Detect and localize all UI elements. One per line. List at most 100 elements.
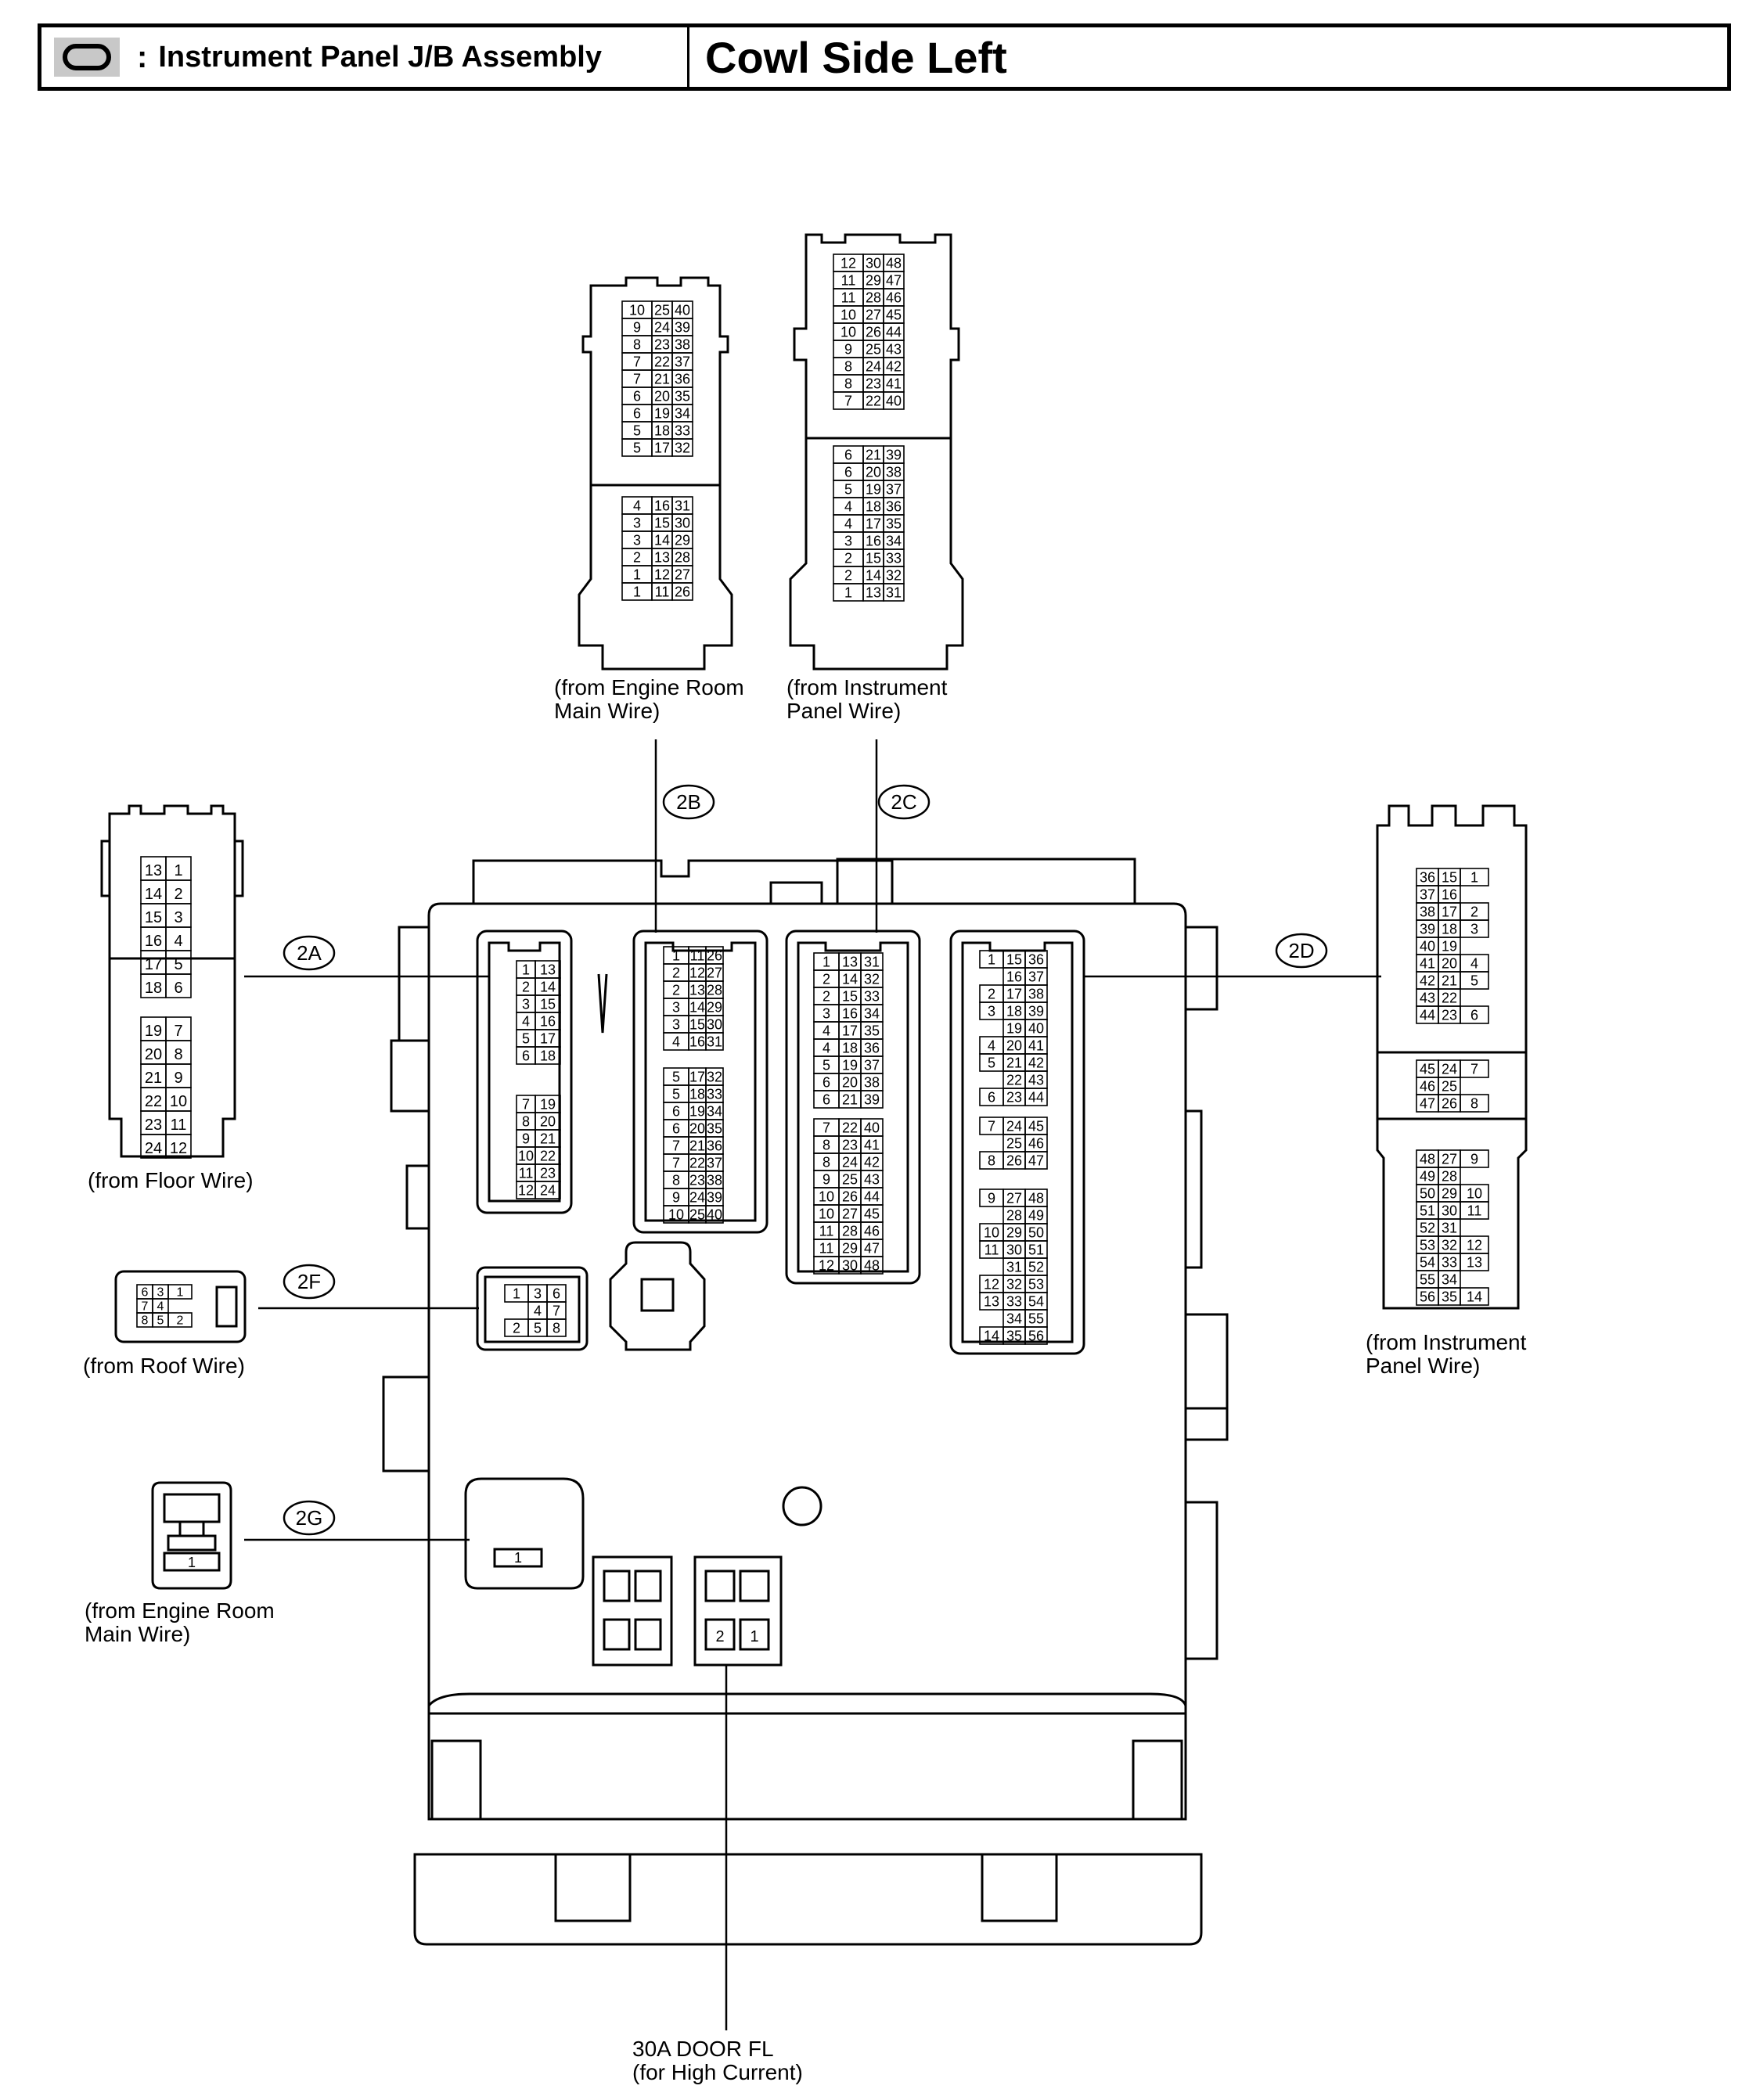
pin-number: 9 [633,320,641,336]
pin-number: 40 [1028,1021,1044,1037]
pin-number: 39 [886,448,902,463]
code-2F-badge: 2F [283,1264,336,1300]
pin-number: 6 [844,448,852,463]
pin-number: 17 [689,1070,705,1085]
code-2D-label: 2D [1288,939,1314,962]
pin-number: 4 [844,499,852,515]
pin-number: 6 [633,406,641,422]
pin-number: 15 [1442,870,1457,886]
pin-number: 37 [707,1156,722,1171]
pin-number: 26 [675,584,690,600]
pin-number: 34 [864,1006,880,1022]
pin-number: 7 [174,1023,182,1040]
pin-number: 22 [145,1093,162,1110]
pin-number: 36 [1028,952,1044,968]
pin-cell [1460,1287,1489,1306]
pin-number: 20 [654,389,670,405]
pin-number: 5 [534,1321,542,1336]
pin-number: 2 [174,886,182,903]
pin-number: 12 [170,1140,187,1157]
pin-cell [1460,1094,1489,1113]
pin-number: 3 [633,516,641,531]
pin-number: 56 [1420,1289,1435,1305]
pin-number: 31 [1442,1221,1457,1236]
pin-number: 25 [654,303,670,318]
pin-number: 31 [707,1034,722,1050]
pin-number: 46 [1028,1136,1044,1152]
pin-number: 22 [654,354,670,370]
pin-number: 48 [1420,1152,1435,1167]
pin-number: 7 [823,1120,830,1136]
pin-number: 18 [1442,922,1457,937]
pin-number: 34 [886,534,902,549]
pin-cell [165,973,192,998]
pin-number: 17 [540,1031,556,1047]
pin-number: 31 [1006,1260,1022,1275]
pin-number: 23 [540,1166,556,1181]
pin-number: 27 [1006,1191,1022,1206]
pin-number: 2 [672,983,680,998]
pin-number: 21 [689,1138,705,1154]
pin-number: 11 [984,1242,999,1258]
pin-number: 31 [675,498,690,514]
pin-cell [1024,1151,1048,1170]
pin-number: 23 [1006,1090,1022,1106]
pin-number: 48 [886,256,902,271]
pin-number: 40 [886,394,902,409]
caption-2G-line2: Main Wire) [85,1622,190,1646]
pin-number: 22 [866,394,881,409]
pin-number: 39 [864,1092,880,1108]
pin-number: 8 [823,1155,830,1170]
pin-number: 24 [540,1183,556,1199]
pin-number: 13 [540,962,556,978]
pin-number: 32 [675,440,690,456]
pin-cell [1460,1201,1489,1220]
pin-number: 53 [1028,1277,1044,1293]
pin-cell [165,1134,192,1159]
pin-number: 37 [1028,969,1044,985]
pin-number: 18 [540,1048,556,1064]
pin-number: 30 [866,256,881,271]
pin-number: 8 [988,1153,995,1169]
pin-number: 19 [1006,1021,1022,1037]
pin-label: 1 [514,1550,522,1566]
code-2G-badge: 2G [283,1500,336,1536]
pin-number: 12 [984,1277,999,1293]
pin-number: 6 [823,1075,830,1091]
pin-number: 34 [1006,1311,1022,1327]
pin-number: 3 [174,909,182,926]
caption-2D-line2: Panel Wire) [1366,1354,1480,1378]
pin-number: 28 [1442,1169,1457,1185]
pin-number: 7 [672,1156,680,1171]
fuse-caption-line2: (for High Current) [632,2060,803,2084]
pin-number: 36 [675,372,690,387]
pin-number: 10 [819,1189,834,1205]
code-2B-badge: 2B [662,784,715,820]
pin-number: 44 [1420,1008,1435,1023]
pin-number: 19 [689,1104,705,1120]
pin-number: 44 [864,1189,880,1205]
pin-number: 34 [675,406,690,422]
pin-number: 27 [866,307,881,323]
pin-number: 21 [654,372,670,387]
pin-number: 51 [1420,1203,1435,1219]
pin-number: 4 [157,1300,164,1313]
pin-number: 45 [886,307,902,323]
pin-number: 11 [819,1224,834,1239]
header-component-cell: : Instrument Panel J/B Assembly [41,27,689,87]
pin-cell [671,582,693,601]
pin-number: 24 [866,359,881,375]
pin-number: 7 [1470,1062,1478,1077]
pin-number: 9 [988,1191,995,1206]
pin-number: 51 [1028,1242,1044,1258]
pin-number: 6 [174,980,182,997]
pin-number: 25 [1442,1079,1457,1095]
pin-number: 16 [540,1014,556,1030]
pin-number: 55 [1028,1311,1044,1327]
pin-number: 1 [672,948,680,964]
pin-number: 47 [1028,1153,1044,1169]
pin-number: 6 [1470,1008,1478,1023]
pin-number: 3 [534,1286,542,1302]
